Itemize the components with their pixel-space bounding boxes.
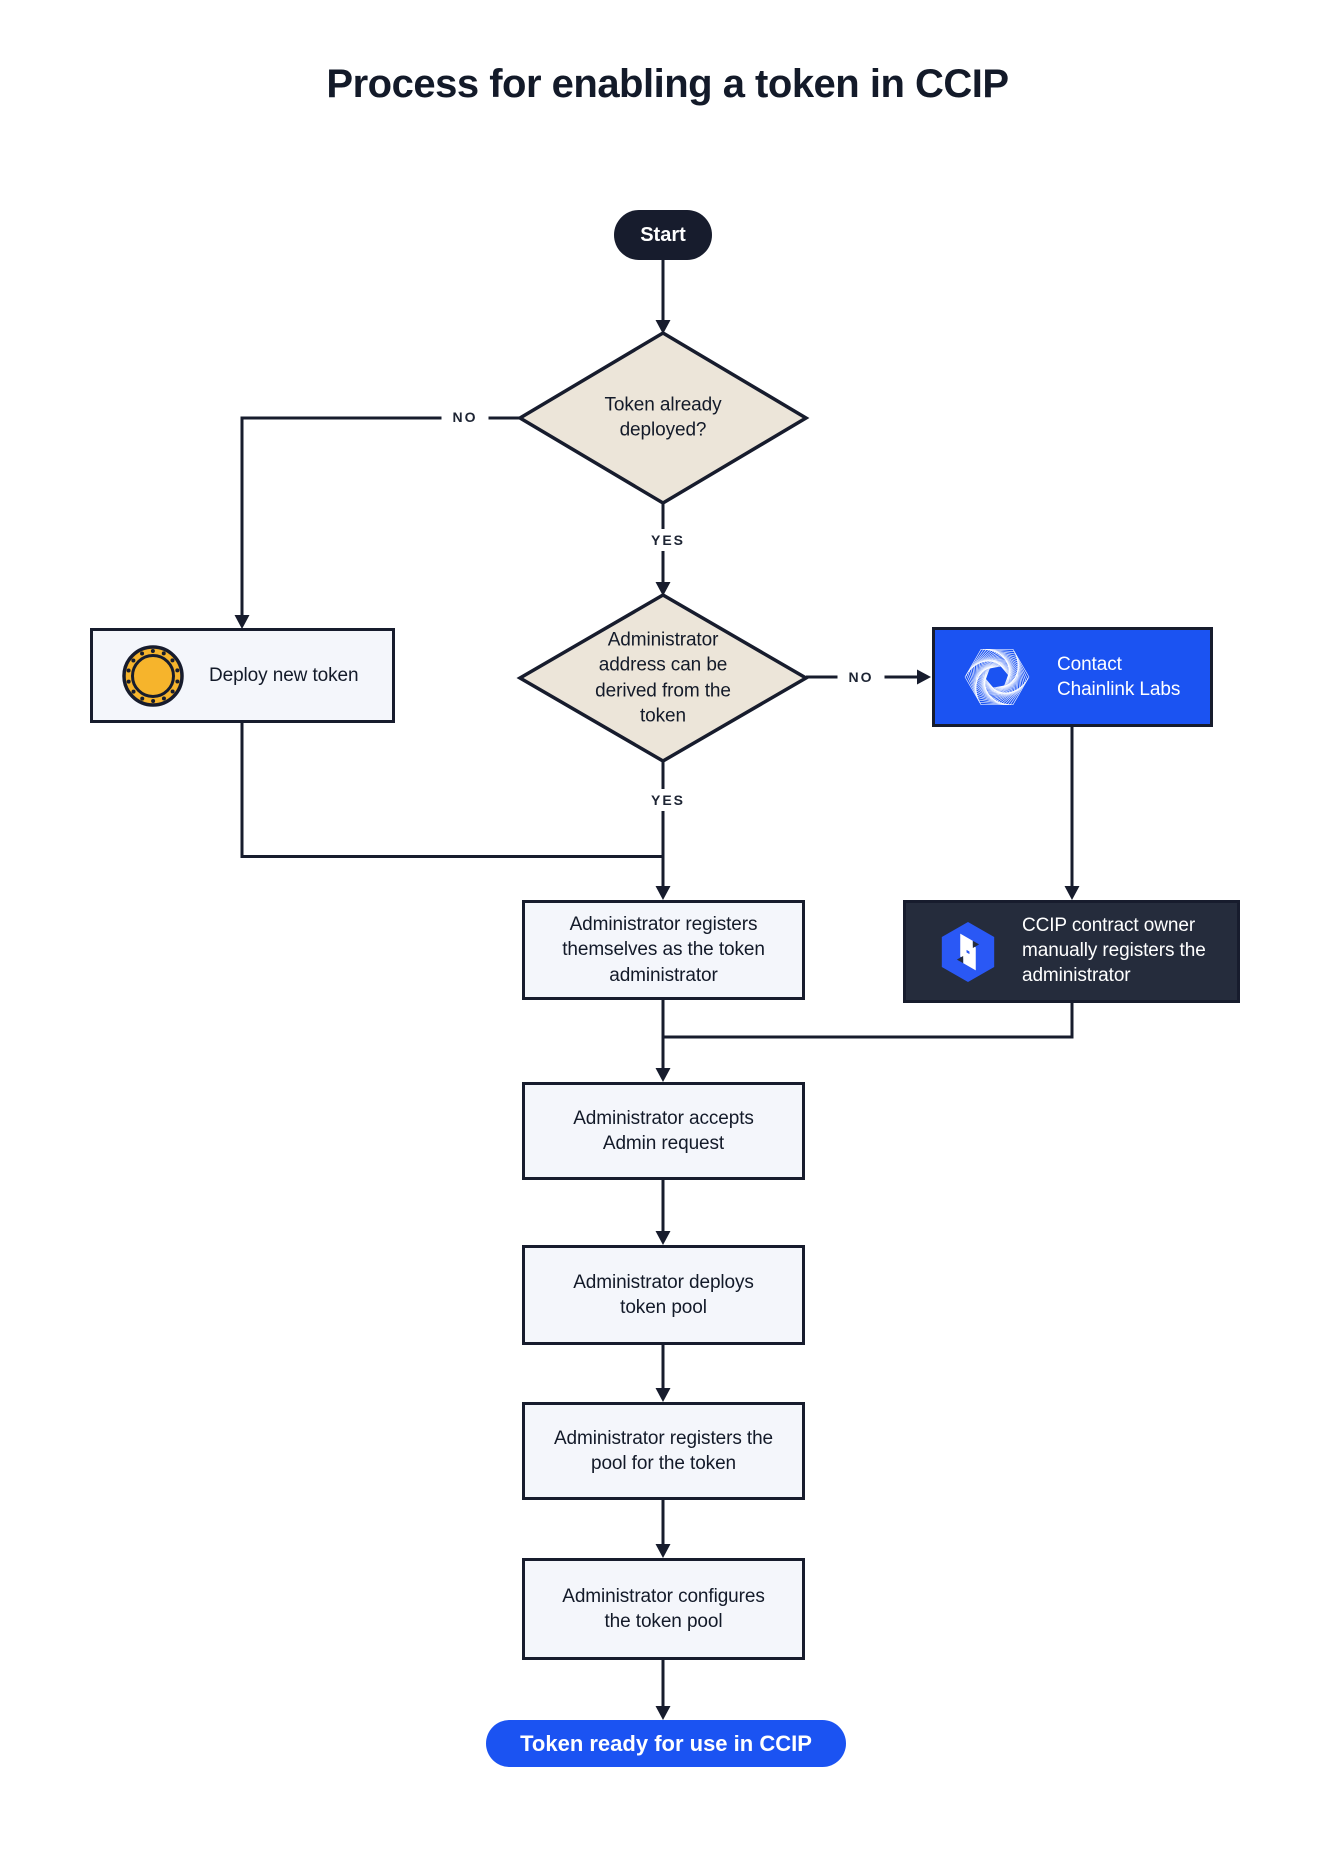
edge-label-no-1: NO (441, 406, 489, 428)
ccip-owner-registers-label: CCIP contract owner manually registers t… (1022, 915, 1206, 986)
admin-registers-pool-label: Administrator registers the pool for the… (553, 1427, 774, 1474)
decision-token-deployed-label: Token already deployed? (604, 394, 722, 441)
admin-deploys-pool-step: Administrator deploys token pool (522, 1245, 805, 1345)
admin-configures-pool-step: Administrator configures the token pool (522, 1558, 805, 1660)
ccip-logo (941, 921, 995, 982)
end-node: Token ready for use in CCIP (486, 1720, 846, 1767)
edge-label-no-2: NO (837, 666, 885, 688)
admin-registers-self-label: Administrator registers themselves as th… (562, 914, 765, 986)
edge-label-yes-1: YES (639, 529, 697, 551)
chainlink-labs-logo (964, 648, 1030, 706)
decision-token-deployed-shape (516, 330, 810, 506)
start-node: Start (614, 210, 712, 260)
contact-chainlink-label: Contact Chainlink Labs (1057, 653, 1181, 700)
end-label: Token ready for use in CCIP (520, 1730, 812, 1756)
admin-configures-pool-label: Administrator configures the token pool (562, 1585, 765, 1632)
decision-admin-derivable-label: Administrator address can be derived fro… (595, 629, 731, 727)
admin-accepts-step: Administrator accepts Admin request (522, 1082, 805, 1180)
admin-registers-pool-step: Administrator registers the pool for the… (522, 1402, 805, 1500)
ccip-owner-registers-step: CCIP contract owner manually registers t… (903, 900, 1240, 1003)
admin-deploys-pool-label: Administrator deploys token pool (573, 1271, 754, 1318)
coin-icon (122, 644, 184, 707)
admin-accepts-label: Administrator accepts Admin request (573, 1107, 754, 1154)
contact-chainlink-step: Contact Chainlink Labs (932, 627, 1213, 727)
start-label: Start (640, 223, 686, 246)
deploy-new-token-step: Deploy new token (90, 628, 395, 723)
page-title: Process for enabling a token in CCIP (326, 62, 1009, 106)
edge-label-yes-2: YES (639, 789, 697, 811)
deploy-new-token-label: Deploy new token (209, 664, 359, 686)
decision-admin-derivable-shape (516, 592, 810, 764)
admin-registers-self-step: Administrator registers themselves as th… (522, 900, 805, 1000)
